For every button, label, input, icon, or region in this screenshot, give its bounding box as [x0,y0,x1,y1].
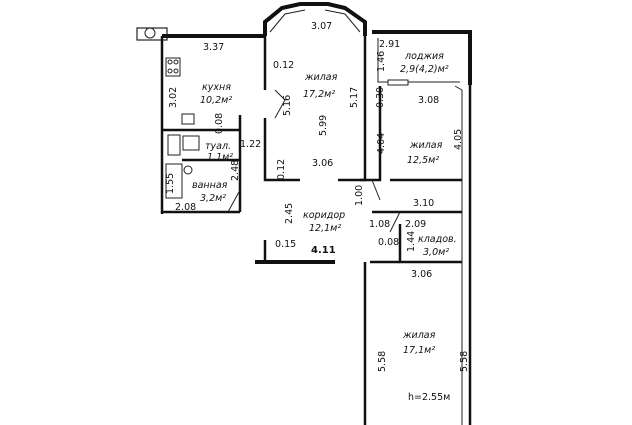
dim-0-15: 0.15 [275,239,296,250]
room-kitchen-area: 10,2м² [200,95,232,106]
dim-5-99: 5.99 [318,115,329,136]
room-toilet-area: 1,1м² [207,152,233,163]
dim-1-55: 1.55 [165,173,176,194]
door-swing-bath [227,189,241,213]
door-swing-living2 [371,179,381,201]
room-storage-name: кладов. [418,234,457,245]
dim-4-04: 4.04 [376,133,387,154]
loggia-sill [387,79,409,86]
dim-3-06-lower: 3.06 [411,269,432,280]
room-living3-area: 17,1м² [403,345,435,356]
dim-1-44: 1.44 [406,231,417,252]
dim-0-12-bottom: 0.12 [276,159,287,180]
dim-5-58-right: 5.58 [459,351,470,372]
dim-3-02: 3.02 [168,87,179,108]
dim-1-22: 1.22 [240,139,261,150]
dim-0-12-top: 0.12 [273,60,294,71]
toilet-icon [182,135,200,151]
dim-2-91: 2.91 [379,39,400,50]
burner-icon [173,68,179,74]
dim-3-07: 3.07 [311,21,332,32]
loggia-inner [377,38,460,83]
door-swing-storage [389,211,401,233]
wall-diagonal [454,85,463,91]
dim-0-30: 0.30 [375,87,386,108]
bathtub-icon [165,163,183,199]
dim-2-48: 2.48 [230,160,241,181]
room-living1-name: жилая [304,72,338,83]
room-bath-area: 3,2м² [200,193,226,204]
sink-icon [181,113,195,125]
burner-icon [173,59,179,65]
bay-inner-lines [269,9,361,33]
dim-2-45: 2.45 [284,203,295,224]
dim-3-06-mid: 3.06 [312,158,333,169]
burner-icon [167,68,173,74]
dim-3-08: 3.08 [418,95,439,106]
dim-1-46: 1.46 [376,51,387,72]
dim-2-09: 2.09 [405,219,426,230]
dim-5-58-left: 5.58 [377,351,388,372]
room-living2-area: 12,5м² [407,155,439,166]
dim-5-16: 5.16 [282,95,293,116]
stove-icon [165,57,181,77]
dim-0-08-bath: 0.08 [214,113,225,134]
dim-4-05: 4.05 [453,129,464,150]
room-living1-area: 17,2м² [303,89,335,100]
room-bath-name: ванная [192,180,228,191]
dim-1-00: 1.00 [354,185,365,206]
room-corridor-name: коридор [303,210,345,221]
room-living3-name: жилая [402,330,436,341]
dim-3-37: 3.37 [203,42,224,53]
dimensions: 3.37 3.07 2.91 1.46 0.12 3.02 5.16 5.17 … [165,21,470,372]
wall-living1-left [263,36,300,182]
room-toilet-name: туал. [205,141,231,152]
basin-icon [183,165,193,175]
room-loggia-area: 2,9(4,2)м² [400,64,449,75]
wall-bay-window [263,2,367,36]
room-living2-name: жилая [409,140,443,151]
door-swing-living1 [274,89,286,119]
burner-icon [167,59,173,65]
wall-living2 [360,86,462,182]
room-storage-area: 3,0м² [423,247,449,258]
dim-5-17: 5.17 [349,87,360,108]
room-kitchen-name: кухня [202,82,231,93]
room-loggia-name: лоджия [404,51,444,62]
dim-3-10: 3.10 [413,198,434,209]
dim-0-08-corridor: 0.08 [378,237,399,248]
dim-4-11: 4.11 [311,245,336,256]
room-labels: кухня 10,2м² жилая 17,2м² лоджия 2,9(4,2… [192,51,457,356]
dim-2-08: 2.08 [175,202,196,213]
pipe-circle [144,27,156,39]
room-corridor-area: 12,1м² [309,223,341,234]
walls [136,2,472,425]
fixtures [165,57,200,199]
dim-1-08: 1.08 [369,219,390,230]
ceiling-height-note: h=2.55м [408,392,450,403]
washer-icon [167,134,181,156]
